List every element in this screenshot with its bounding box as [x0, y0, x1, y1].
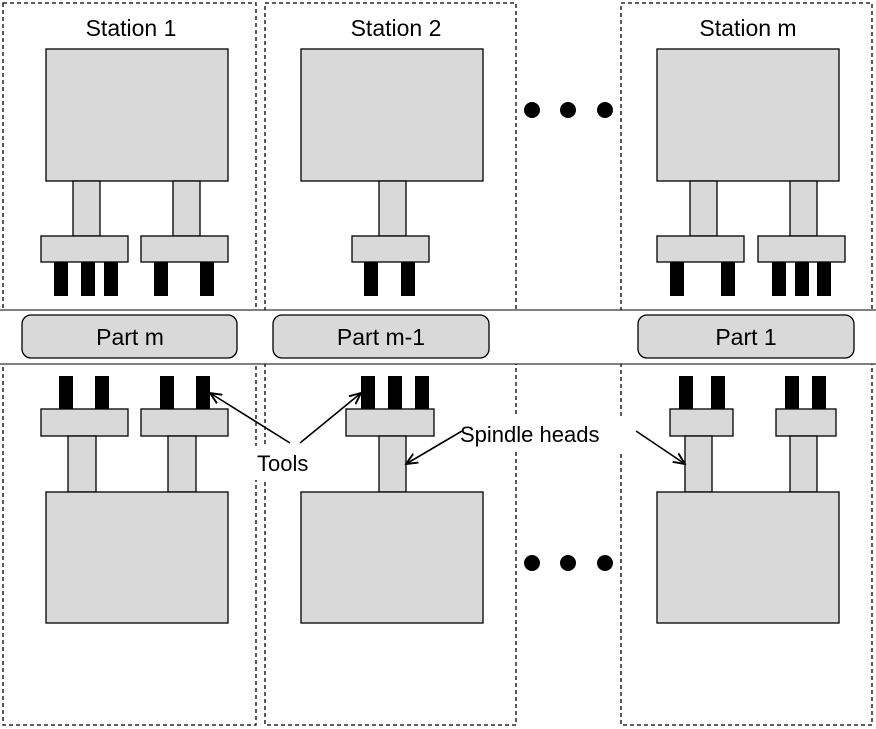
tools-arrow-to-station-1: [210, 393, 291, 444]
ellipsis-bottom: [524, 555, 613, 571]
tool: [160, 376, 174, 409]
station-2-upper-unit: [300, 48, 484, 296]
spindle-column: [789, 435, 818, 493]
tool: [95, 376, 109, 409]
tools-callout-bg: [252, 446, 320, 480]
tool: [679, 376, 693, 409]
part-box: [21, 314, 238, 359]
tool: [59, 376, 73, 409]
spindle-head: [757, 235, 846, 263]
spindle-column: [378, 435, 407, 493]
station-m-upper-unit: [656, 48, 846, 296]
machine-body: [300, 491, 484, 624]
tools-arrow-to-station-2: [299, 393, 361, 444]
tool: [81, 262, 95, 296]
spindle-head: [140, 408, 229, 437]
tool: [415, 376, 429, 409]
tool: [772, 262, 786, 296]
ellipsis-top: [524, 102, 613, 118]
station-1-upper-unit: [40, 48, 229, 296]
tool: [711, 376, 725, 409]
spindle-callout-bg: [455, 417, 625, 451]
tool: [795, 262, 809, 296]
tool: [812, 376, 826, 409]
spindle-head: [351, 235, 430, 263]
part-m-label: Part m: [96, 324, 164, 350]
station-2-lower-unit: [300, 376, 484, 624]
spindle-head: [40, 408, 129, 437]
tools-callout-label: Tools: [257, 451, 308, 476]
tool: [361, 376, 375, 409]
spindle-head: [656, 235, 745, 263]
part-m-1-label: Part m-1: [337, 324, 425, 350]
spindle-column: [789, 180, 818, 237]
tool: [817, 262, 831, 296]
spindle-column: [72, 180, 101, 237]
tool: [154, 262, 168, 296]
spindle-column: [378, 180, 407, 237]
spindle-column: [167, 435, 197, 493]
station-2-title: Station 2: [351, 15, 442, 41]
station-m-title: Station m: [699, 15, 796, 41]
tool: [670, 262, 684, 296]
part-box: [637, 314, 855, 359]
spindle-arrow-to-station-2: [406, 430, 463, 464]
part-1-label: Part 1: [715, 324, 776, 350]
spindle-head: [140, 235, 229, 263]
machine-body: [656, 48, 840, 182]
part-box: [272, 314, 490, 359]
tool: [364, 262, 378, 296]
spindle-head: [40, 235, 129, 263]
tool: [401, 262, 415, 296]
spindle-head: [345, 408, 435, 437]
machine-body: [300, 48, 484, 182]
tool: [785, 376, 799, 409]
tool: [54, 262, 68, 296]
spindle-column: [684, 435, 713, 493]
spindle-head: [669, 408, 734, 437]
tool: [721, 262, 735, 296]
spindle-heads-callout-label: Spindle heads: [460, 422, 599, 447]
station-1-lower-unit: [40, 376, 229, 624]
machine-body: [656, 491, 840, 624]
station-1-title: Station 1: [86, 15, 177, 41]
tool: [196, 376, 210, 409]
spindle-column: [67, 435, 97, 493]
spindle-column: [172, 180, 201, 237]
machine-body: [45, 491, 229, 624]
spindle-column: [689, 180, 718, 237]
tool: [200, 262, 214, 296]
spindle-arrow-to-station-m: [635, 430, 685, 464]
tool: [104, 262, 118, 296]
spindle-head: [775, 408, 837, 437]
station-m-lower-unit: [656, 376, 840, 624]
machine-body: [45, 48, 229, 182]
tool: [388, 376, 402, 409]
